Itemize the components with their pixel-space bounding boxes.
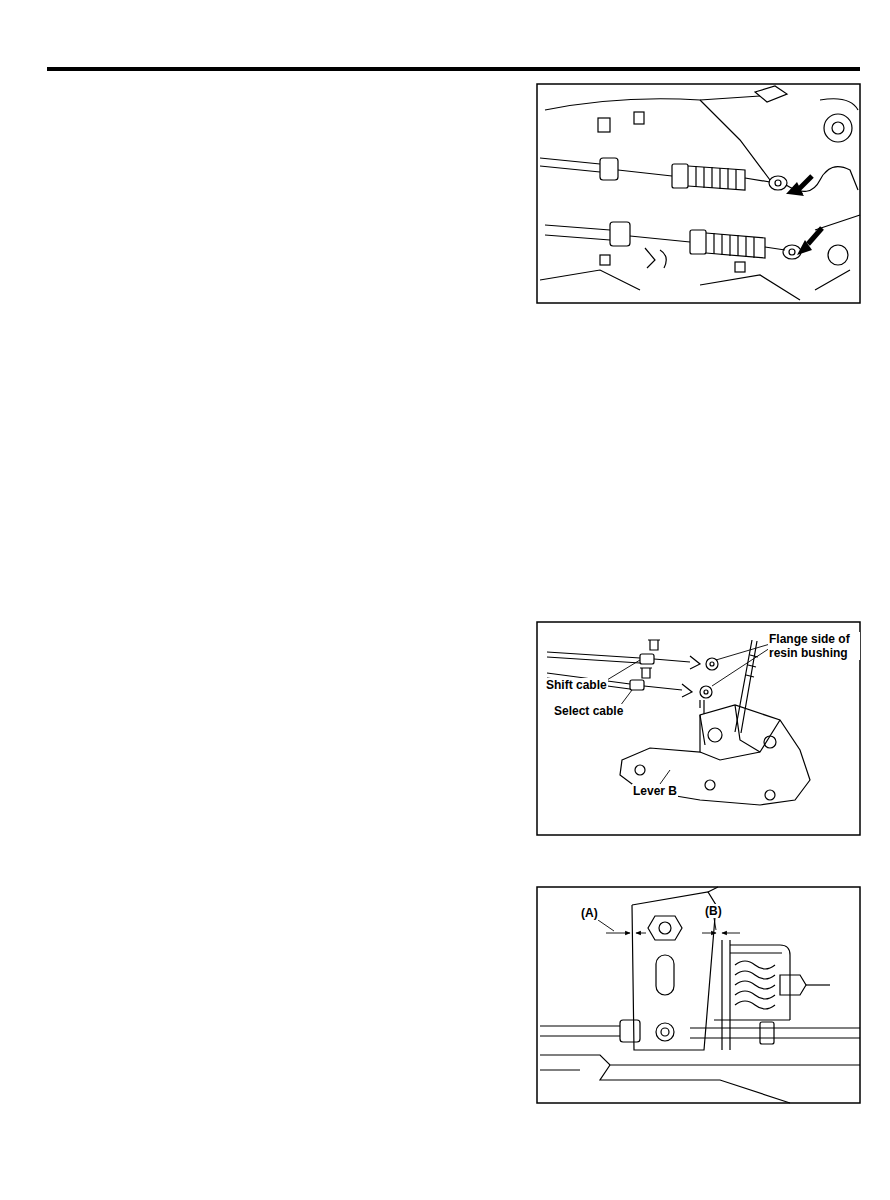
dimension-label: (A) <box>580 906 599 920</box>
part-label: Flange side of resin bushing <box>768 632 860 660</box>
part-label: Shift cable <box>545 678 608 692</box>
lever-assembly-figure <box>537 622 860 835</box>
lever-clearance-figure <box>537 887 860 1103</box>
cable-end-figure <box>537 84 860 303</box>
part-label: Lever B <box>632 784 678 798</box>
dimension-label: (B) <box>704 904 723 918</box>
header-rule <box>47 67 860 71</box>
part-label: Select cable <box>553 704 624 718</box>
